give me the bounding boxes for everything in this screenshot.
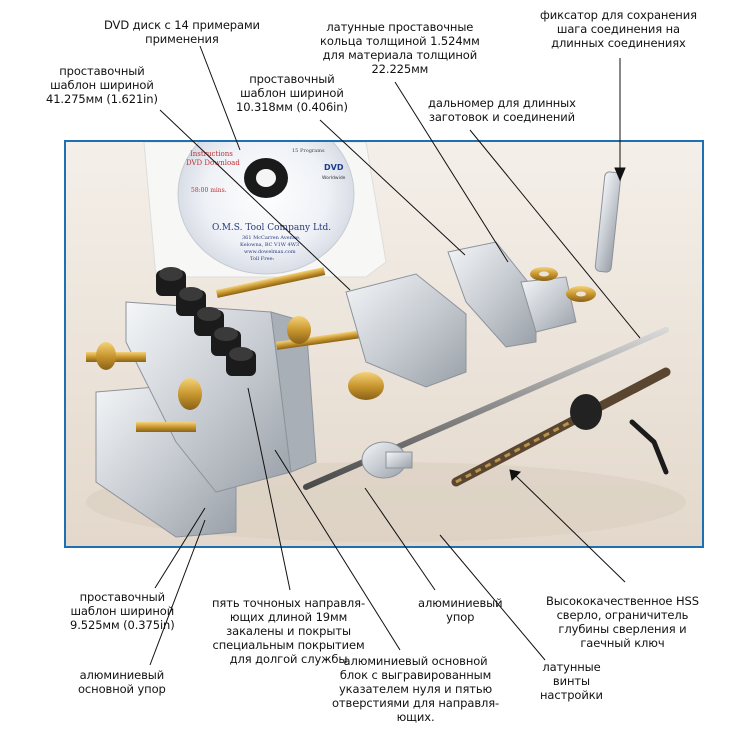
callout-line-rangefinder — [469, 129, 641, 339]
label-lock: фиксатор для сохранения шага соединения … — [540, 8, 697, 50]
callout-line-guides — [247, 387, 291, 591]
hss-drill-bit — [451, 367, 671, 487]
label-dvd-line2: применения — [145, 32, 219, 46]
dvd-hole — [256, 169, 276, 187]
label-dvd: DVD диск с 14 примерами применения — [104, 18, 260, 46]
dvd-title-line2: DVD Download — [186, 159, 240, 167]
label-spacer-10: проставочный шаблон шириной 10.318мм (0.… — [236, 72, 348, 114]
brass-knob-1 — [287, 316, 311, 344]
label-spacer-9: проставочный шаблон шириной 9.525мм (0.3… — [70, 590, 175, 632]
label-spacer-41: проставочный шаблон шириной 41.275мм (1.… — [46, 64, 158, 106]
callout-arrow-hss — [509, 469, 522, 482]
brass-rod-middle — [276, 328, 377, 350]
brass-knob-4 — [96, 342, 116, 370]
dvd-runtime: 58:00 mins. — [191, 187, 227, 194]
dvd-disc — [177, 142, 355, 275]
callout-line-brass-screws — [439, 534, 546, 661]
callout-line-spacer-41 — [159, 109, 351, 291]
black-guides — [156, 267, 256, 376]
dvd-programs: 15 Programs — [292, 148, 325, 154]
dvd-company: O.M.S. Tool Company Ltd. — [212, 223, 331, 233]
hex-key — [629, 419, 669, 475]
label-brass-screws: латунные винты настройки — [540, 660, 603, 702]
label-alu-base-stop: алюминиевый основной упор — [78, 668, 166, 696]
callout-line-base-stop — [149, 519, 206, 666]
dvd-address2: Kelowna, BC V1W 4W3 — [240, 242, 299, 248]
dvd-region: Worldwide — [322, 175, 346, 181]
callout-arrow-lock — [614, 167, 626, 182]
callout-line-hss — [514, 474, 626, 583]
callout-line-alu-stop — [364, 487, 436, 591]
label-brass-rings: латунные проставочные кольца толщиной 1.… — [320, 20, 480, 76]
label-alu-block: алюминиевый основной блок с выгравирован… — [332, 654, 500, 724]
brass-screw-lower — [136, 422, 196, 432]
dvd-title-line1: Instructions — [190, 150, 233, 158]
callout-line-spacer-10 — [319, 119, 466, 256]
label-hss: Высококачественное HSS сверло, ограничит… — [546, 594, 699, 650]
dvd-tollfree: Toll Free: — [250, 256, 275, 262]
label-alu-stop: алюминиевый упор — [418, 596, 503, 624]
brass-knob-2 — [348, 372, 384, 400]
label-guides: пять точноных направля- ющих длиной 19мм… — [212, 596, 366, 666]
callout-line-block — [274, 449, 401, 651]
spacer-41 — [345, 273, 467, 388]
depth-stop-collar — [570, 394, 602, 430]
brass-rod-top — [216, 267, 326, 298]
callout-line-brass-rings — [394, 81, 509, 263]
callout-line-spacer-9 — [154, 507, 206, 589]
callout-line-dvd — [199, 45, 241, 151]
label-dvd-line1: DVD диск с 14 примерами — [104, 18, 260, 32]
lock-pin — [594, 171, 622, 273]
label-rangefinder: дальномер для длинных заготовок и соедин… — [428, 96, 576, 124]
dvd-website: www.dowelmax.com — [244, 249, 296, 255]
dvd-logo: DVD — [324, 163, 344, 172]
product-photo: Instructions DVD Download 15 Programs DV… — [64, 140, 704, 548]
brass-screw-left — [86, 352, 146, 362]
brass-knob-3 — [178, 378, 202, 410]
dvd-address1: 361 McCarren Avenue, — [242, 235, 301, 241]
